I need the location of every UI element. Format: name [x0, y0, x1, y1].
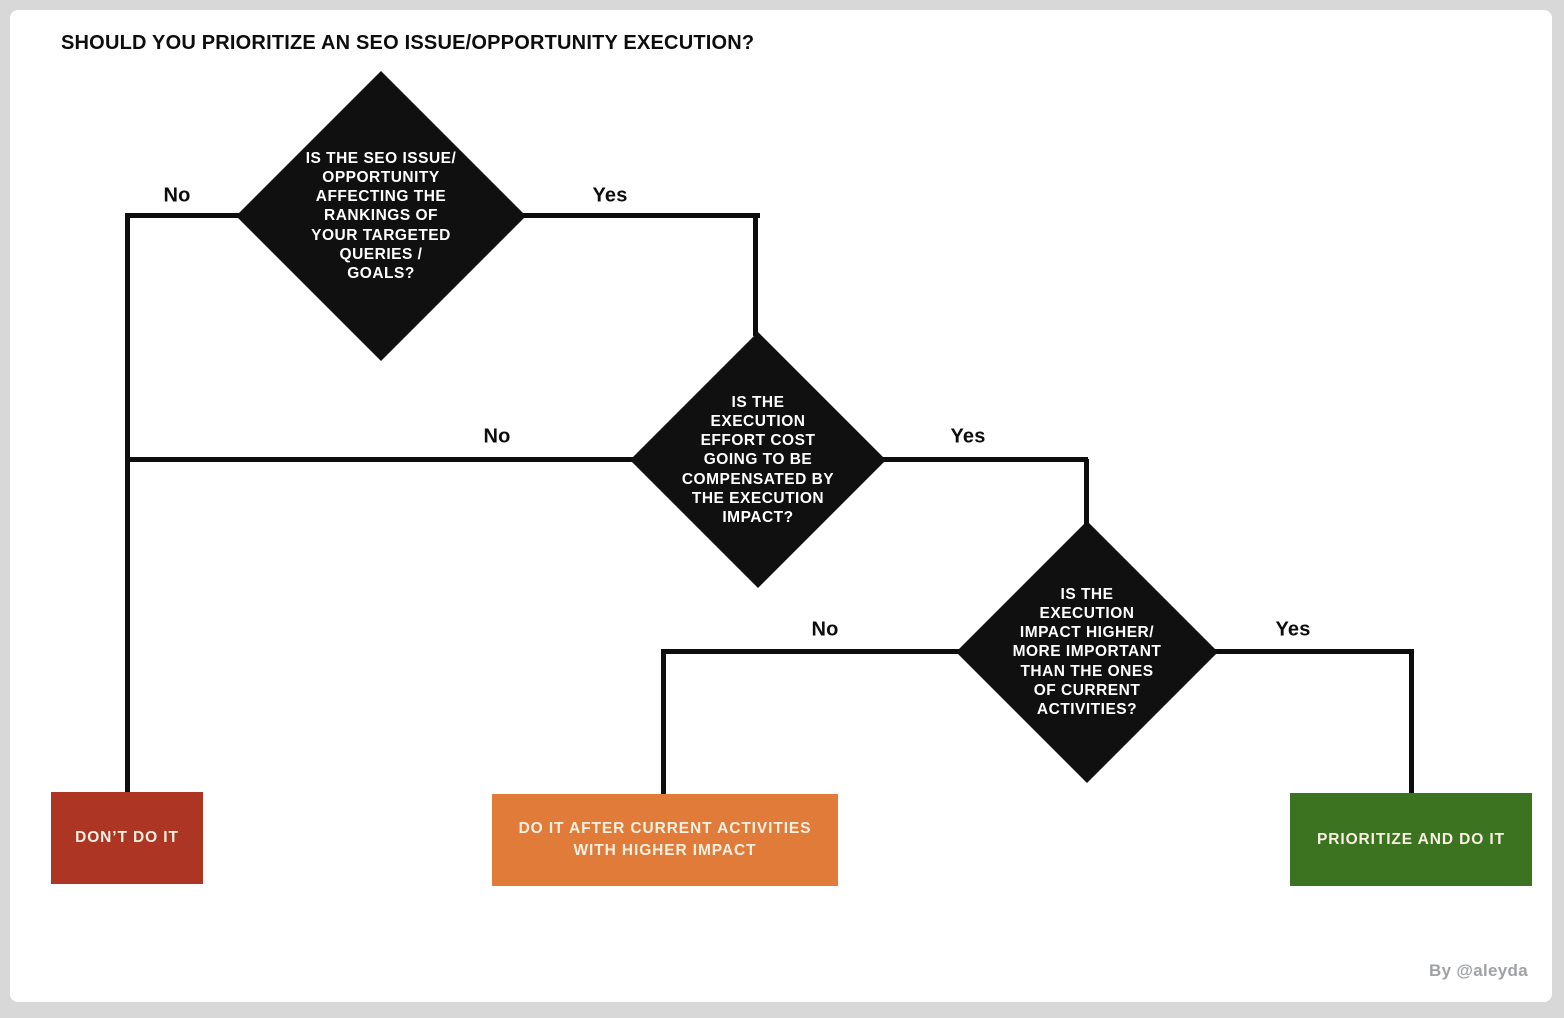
outcome-prioritize-and-do-it: PRIORITIZE AND DO IT [1290, 793, 1532, 886]
edge-label-yes-1: Yes [592, 184, 628, 207]
edge-label-no-2: No [483, 425, 511, 448]
edge-label-no-1: No [163, 184, 191, 207]
credit-byline: By @aleyda [1429, 961, 1528, 980]
outcome-do-it-after-current-activities: DO IT AFTER CURRENT ACTIVITIES WITH HIGH… [492, 794, 838, 886]
page-title: SHOULD YOU PRIORITIZE AN SEO ISSUE/OPPOR… [61, 32, 755, 54]
decision-question: IS THE EXECUTION IMPACT HIGHER/ MORE IMP… [1012, 585, 1162, 719]
connector-d2-yes-horizontal [880, 457, 1088, 462]
connector-d1-yes-horizontal [520, 213, 760, 218]
decision-question: IS THE EXECUTION EFFORT COST GOING TO BE… [681, 393, 835, 527]
connector-d1-no-horizontal [125, 213, 243, 218]
edge-label-no-3: No [811, 618, 839, 641]
connector-d3-yes-vertical [1409, 651, 1414, 795]
connector-d1-no-vertical [125, 213, 130, 794]
outcome-dont-do-it: DON’T DO IT [51, 792, 203, 884]
connector-d3-no-horizontal [661, 649, 963, 654]
connector-d1-yes-vertical [753, 215, 758, 336]
connector-d3-yes-horizontal [1211, 649, 1414, 654]
connector-d2-no-horizontal [127, 457, 637, 462]
decision-question: IS THE SEO ISSUE/ OPPORTUNITY AFFECTING … [305, 149, 457, 283]
edge-label-yes-2: Yes [950, 425, 986, 448]
connector-d3-no-vertical [661, 649, 666, 796]
connector-d2-yes-vertical [1084, 459, 1089, 525]
edge-label-yes-3: Yes [1275, 618, 1311, 641]
